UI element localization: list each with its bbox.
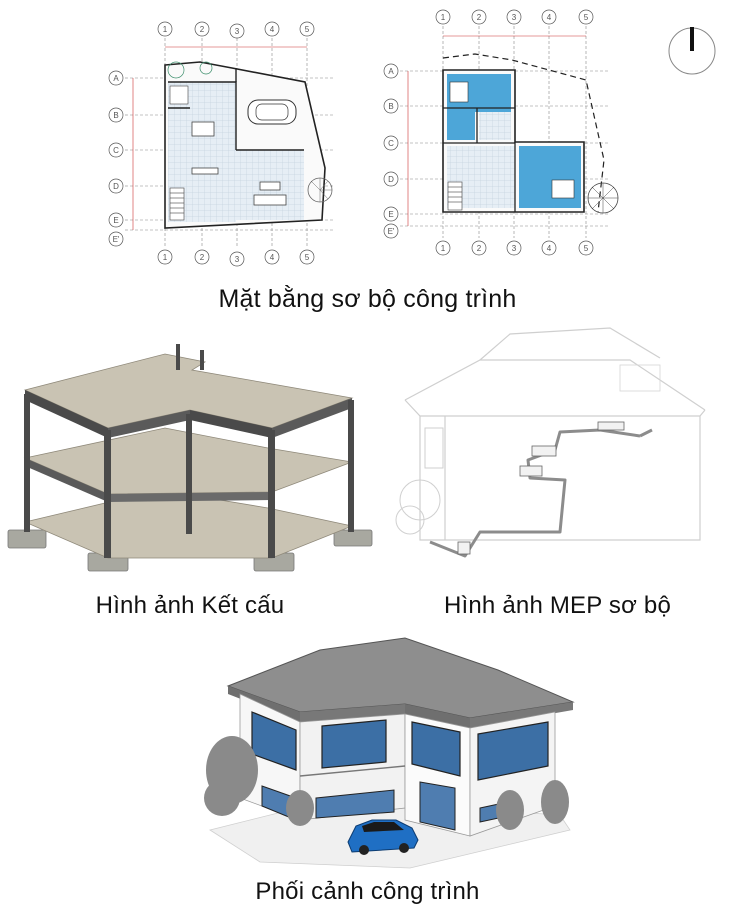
grid-col-label: 2 — [477, 13, 482, 22]
north-arrow-icon — [668, 27, 716, 75]
perspective-caption: Phối cảnh công trình — [255, 878, 480, 905]
mep-panel: Hình ảnh MEP sơ bộ — [380, 320, 735, 630]
grid-col-label: 1 — [441, 13, 446, 22]
structure-model — [7, 344, 373, 572]
grid-row-label: D — [388, 175, 394, 184]
grid-col-label: 5 — [305, 25, 310, 34]
floor-plan-drawings: 1 2 3 4 5 1 2 3 4 5 A B C D E E' — [108, 9, 716, 267]
grid-col-label: 5 — [305, 253, 310, 262]
grid-row-label: A — [388, 67, 394, 76]
grid-col-label: 1 — [163, 25, 168, 34]
grid-col-label: 2 — [200, 25, 205, 34]
upper-floor-plan: 1 2 3 4 5 1 2 3 4 5 A B C D E E' — [383, 9, 619, 256]
grid-row-label: E — [388, 210, 393, 219]
floor-plan-panel: 1 2 3 4 5 1 2 3 4 5 A B C D E E' — [0, 0, 735, 330]
grid-col-label: 4 — [547, 13, 552, 22]
floor-plan-caption: Mặt bằng sơ bộ công trình — [218, 285, 517, 313]
grid-col-label: 4 — [547, 244, 552, 253]
grid-col-label: 2 — [477, 244, 482, 253]
perspective-render — [204, 637, 575, 869]
grid-row-label: E — [113, 216, 118, 225]
grid-col-label: 2 — [200, 253, 205, 262]
ground-floor-plan: 1 2 3 4 5 1 2 3 4 5 A B C D E E' — [108, 21, 335, 267]
grid-col-label: 3 — [512, 244, 517, 253]
grid-col-label: 4 — [270, 253, 275, 262]
mep-caption: Hình ảnh MEP sơ bộ — [443, 592, 672, 619]
upper-plan-grid-labels: 1 2 3 4 5 1 2 3 4 5 A B C D E E' — [388, 13, 589, 253]
grid-col-label: 4 — [270, 25, 275, 34]
grid-row-label: B — [113, 111, 118, 120]
grid-col-label: 5 — [584, 13, 589, 22]
car-icon — [347, 819, 419, 855]
grid-row-label: E' — [388, 227, 395, 236]
grid-row-label: D — [113, 182, 119, 191]
ground-plan-grid-labels: 1 2 3 4 5 1 2 3 4 5 A B C D E E' — [113, 25, 310, 264]
grid-col-label: 5 — [584, 244, 589, 253]
grid-row-label: C — [113, 146, 119, 155]
grid-col-label: 3 — [512, 13, 517, 22]
grid-col-label: 1 — [163, 253, 168, 262]
grid-row-label: C — [388, 139, 394, 148]
grid-col-label: 3 — [235, 27, 240, 36]
structure-caption: Hình ảnh Kết cấu — [95, 592, 285, 619]
grid-col-label: 3 — [235, 255, 240, 264]
grid-row-label: A — [113, 74, 119, 83]
mep-model — [395, 327, 706, 558]
grid-row-label: E' — [113, 235, 120, 244]
grid-col-label: 1 — [441, 244, 446, 253]
grid-row-label: B — [388, 102, 393, 111]
structure-panel: Hình ảnh Kết cấu — [0, 330, 380, 630]
perspective-panel: Phối cảnh công trình — [0, 630, 735, 921]
